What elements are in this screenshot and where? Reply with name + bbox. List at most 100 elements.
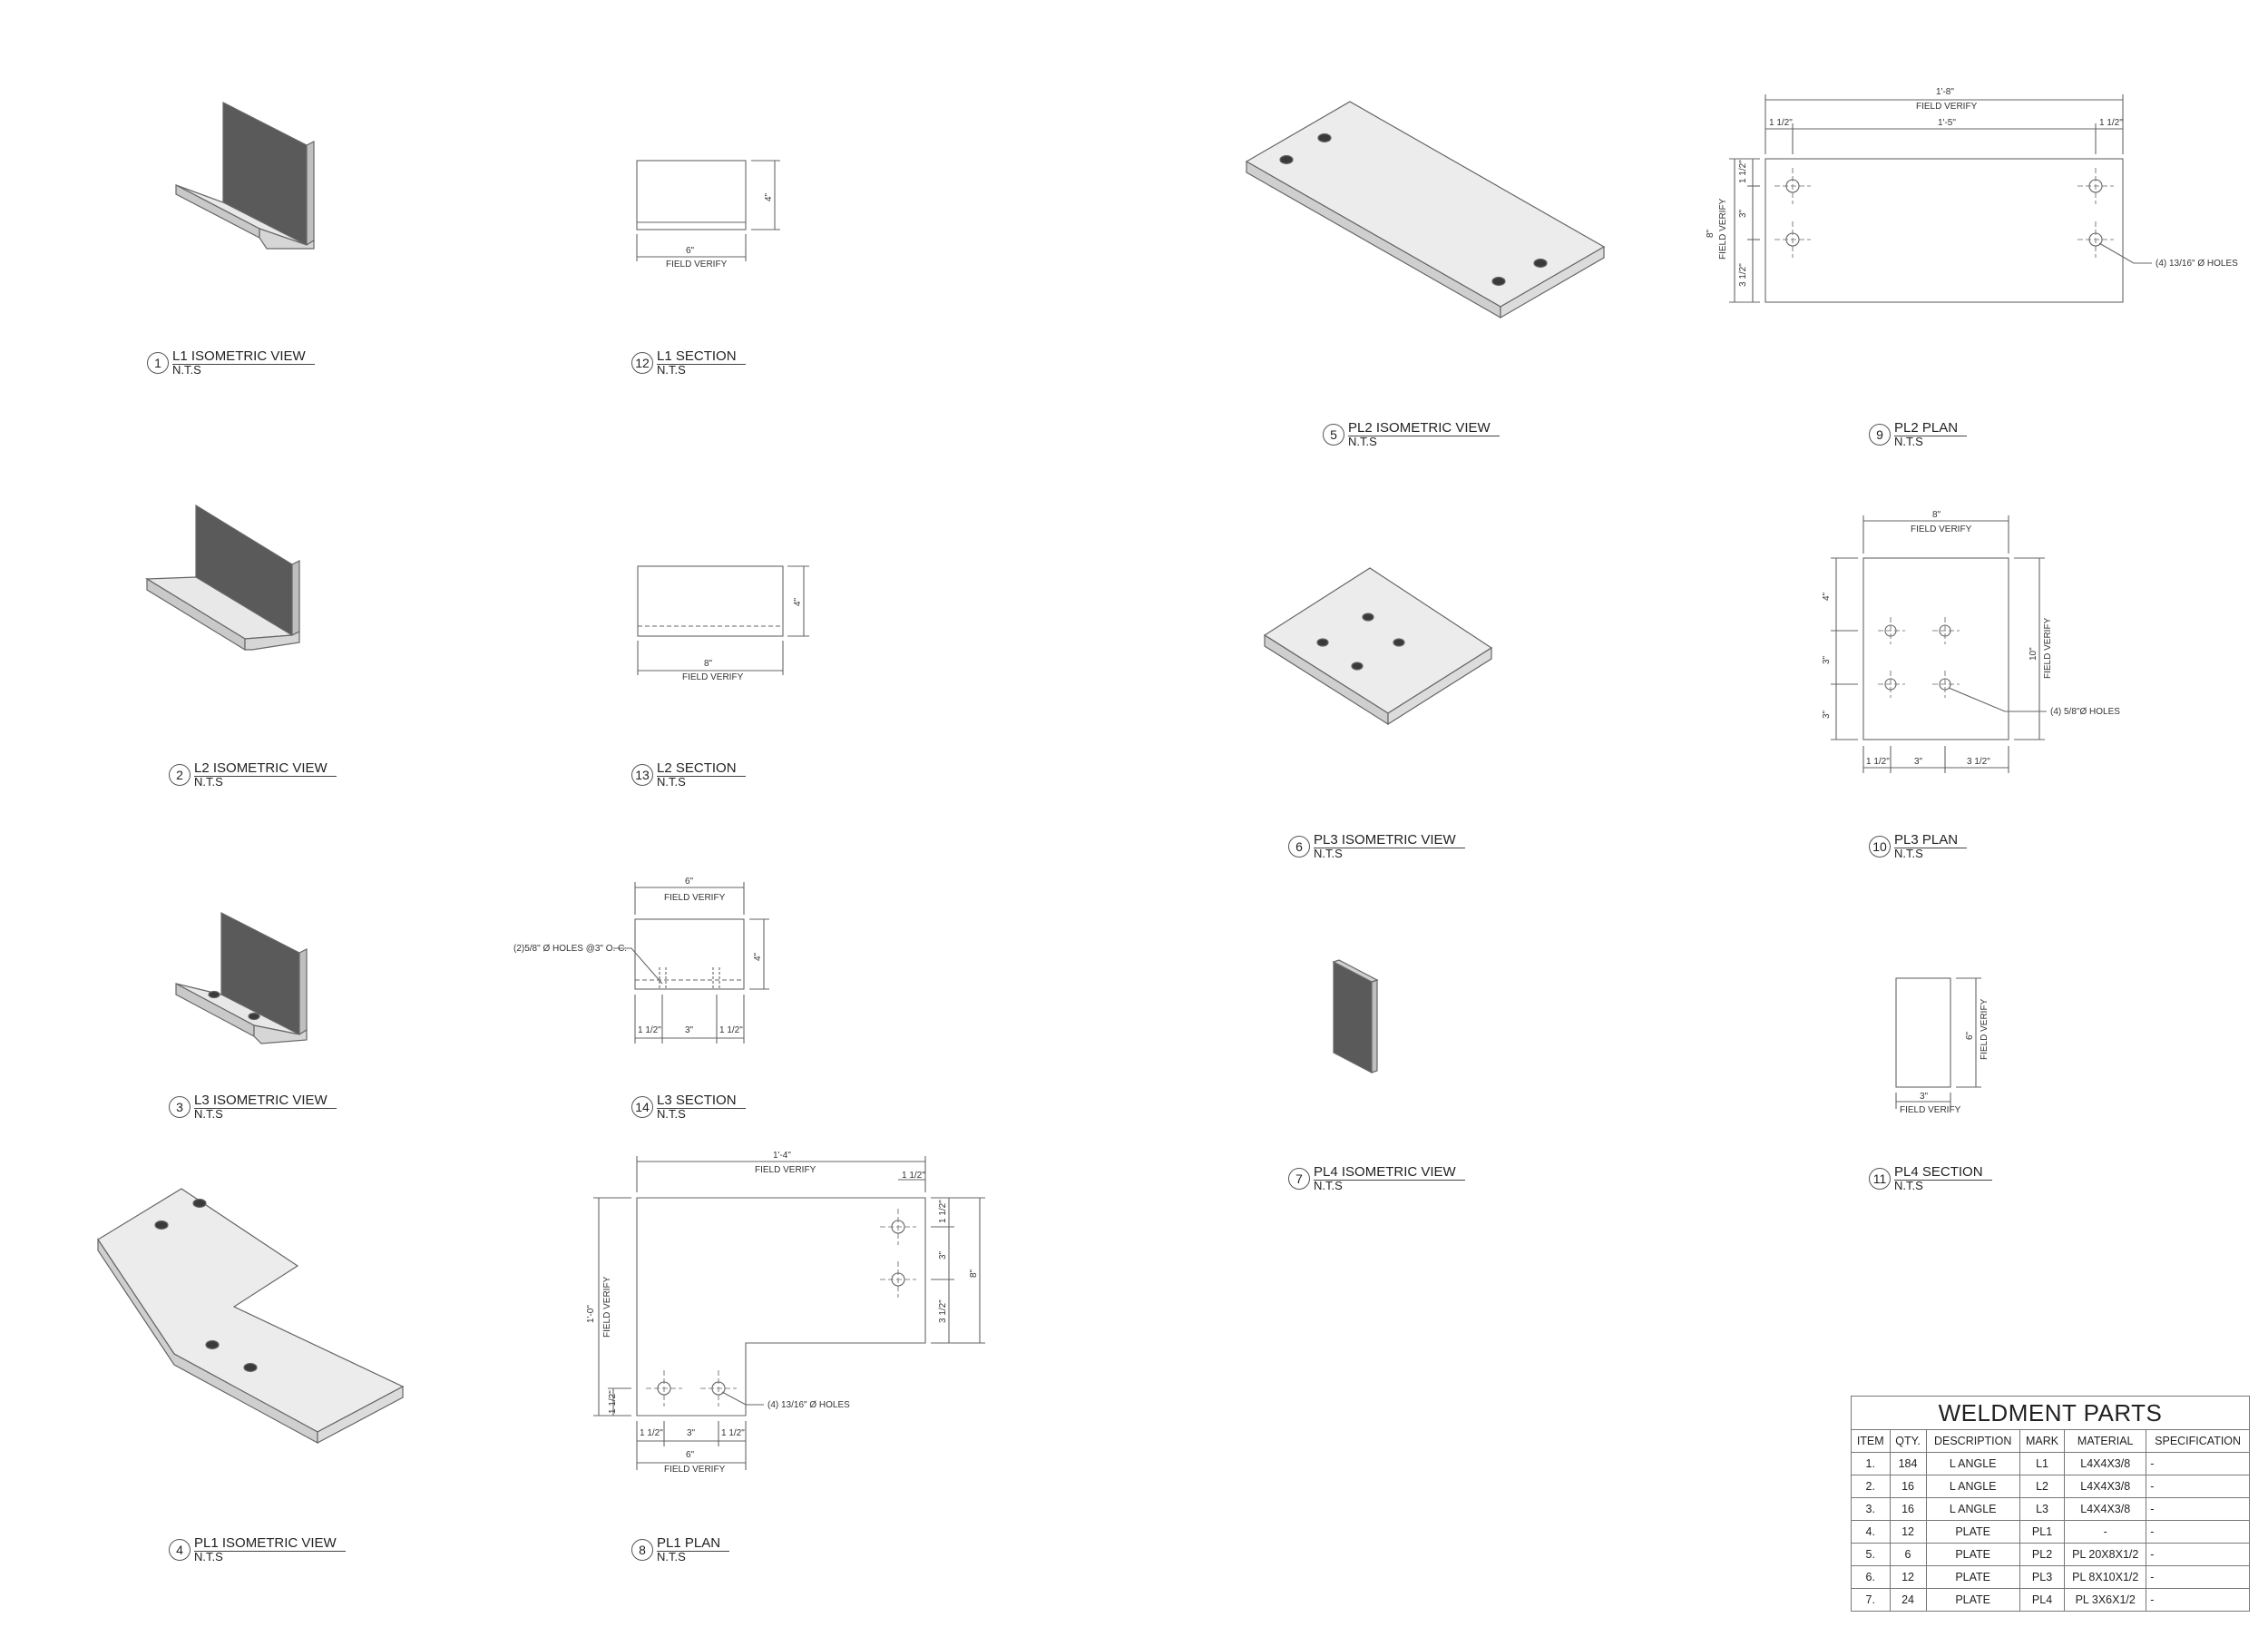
view-scale-text: N.T.S xyxy=(194,1550,223,1563)
dim-pl1-lower-offset: 3 1/2" xyxy=(938,1299,948,1323)
dim-l3-spacing: 3" xyxy=(685,1025,694,1035)
view-number-bubble: 6 xyxy=(1288,836,1310,858)
dim-pl3-right-edge: 3 1/2" xyxy=(1967,757,1990,767)
note-pl3-holes: (4) 5/8"Ø HOLES xyxy=(2050,707,2120,717)
cell-material: PL 3X6X1/2 xyxy=(2064,1588,2147,1612)
view-scale-text: N.T.S xyxy=(657,1107,686,1121)
cell-specification: - xyxy=(2146,1543,2250,1566)
pl2-isometric-drawing xyxy=(1245,101,1606,319)
table-row: 1. 184 L ANGLE L1 L4X4X3/8 - xyxy=(1851,1452,2250,1475)
table-row: 3. 16 L ANGLE L3 L4X4X3/8 - xyxy=(1851,1497,2250,1521)
cell-material: L4X4X3/8 xyxy=(2064,1452,2147,1475)
dim-pl1-field-verify-bottom: FIELD VERIFY xyxy=(664,1465,726,1475)
view-title-text: PL2 ISOMETRIC VIEW xyxy=(1348,421,1500,436)
dim-pl3-field-verify-top: FIELD VERIFY xyxy=(1911,524,1972,534)
dim-pl2-edge-right: 1 1/2" xyxy=(2099,118,2123,128)
cell-mark: PL4 xyxy=(2019,1588,2066,1612)
view-title-text: L2 ISOMETRIC VIEW xyxy=(194,761,337,777)
dim-l3-field-verify: FIELD VERIFY xyxy=(664,893,726,903)
note-pl1-holes: (4) 13/16" Ø HOLES xyxy=(767,1400,850,1410)
cell-mark: PL1 xyxy=(2019,1520,2066,1544)
cell-qty: 184 xyxy=(1889,1452,1927,1475)
pl2-plan-drawing xyxy=(1729,94,2152,303)
view-scale-text: N.T.S xyxy=(657,775,686,789)
view-title-text: PL4 ISOMETRIC VIEW xyxy=(1314,1165,1465,1181)
note-l3-holes: (2)5/8" Ø HOLES @3" O. C. xyxy=(513,944,628,954)
cell-description: PLATE xyxy=(1925,1520,2020,1544)
dim-pl3-bottom: 3" xyxy=(1822,710,1832,719)
dim-pl1-edge-left: 1 1/2" xyxy=(640,1428,663,1438)
dim-pl2-top-edge: 1 1/2" xyxy=(1738,160,1748,183)
cell-mark: L1 xyxy=(2019,1452,2066,1475)
view-scale-text: N.T.S xyxy=(657,363,686,377)
view-number-bubble: 2 xyxy=(169,764,191,786)
cell-qty: 16 xyxy=(1889,1497,1927,1521)
cell-item: 1. xyxy=(1851,1452,1891,1475)
view-title-text: PL4 SECTION xyxy=(1894,1165,1992,1181)
view-title-text: L1 SECTION xyxy=(657,349,746,365)
dim-pl1-right-edge: 1 1/2" xyxy=(902,1171,925,1181)
cell-description: PLATE xyxy=(1925,1588,2020,1612)
dim-pl1-top-offset: 1 1/2" xyxy=(938,1200,948,1223)
cell-mark: L2 xyxy=(2019,1475,2066,1498)
col-header-material: MATERIAL xyxy=(2064,1429,2147,1453)
view-title-text: L3 SECTION xyxy=(657,1093,746,1109)
dim-pl4-height: 6" xyxy=(1965,1031,1975,1040)
cell-specification: - xyxy=(2146,1520,2250,1544)
cell-specification: - xyxy=(2146,1475,2250,1498)
cell-description: PLATE xyxy=(1925,1565,2020,1589)
dim-pl4-field-verify-bottom: FIELD VERIFY xyxy=(1900,1105,1961,1115)
cell-specification: - xyxy=(2146,1497,2250,1521)
cell-description: L ANGLE xyxy=(1925,1475,2020,1498)
col-header-qty: QTY. xyxy=(1889,1429,1927,1453)
l2-isometric-drawing xyxy=(144,504,300,652)
dim-pl3-spacing-h: 3" xyxy=(1914,757,1923,767)
cell-material: PL 8X10X1/2 xyxy=(2064,1565,2147,1589)
view-scale-text: N.T.S xyxy=(1314,1179,1343,1192)
pl1-isometric-drawing xyxy=(97,1188,405,1445)
view-number-bubble: 13 xyxy=(631,764,653,786)
dim-pl2-bottom-edge: 3 1/2" xyxy=(1738,263,1748,287)
cell-description: PLATE xyxy=(1925,1543,2020,1566)
pl4-section-drawing xyxy=(1895,977,1981,1109)
cell-item: 3. xyxy=(1851,1497,1891,1521)
dim-pl3-width: 8" xyxy=(1932,510,1941,520)
l1-section-drawing xyxy=(636,160,780,261)
dim-pl3-top: 4" xyxy=(1822,592,1832,601)
cell-description: L ANGLE xyxy=(1925,1497,2020,1521)
cell-mark: L3 xyxy=(2019,1497,2066,1521)
view-number-bubble: 11 xyxy=(1869,1168,1891,1190)
dim-pl1-spacing-h: 3" xyxy=(687,1428,696,1438)
view-number-bubble: 12 xyxy=(631,352,653,374)
cell-specification: - xyxy=(2146,1565,2250,1589)
dim-pl3-height: 10" xyxy=(2028,647,2038,661)
view-number-bubble: 8 xyxy=(631,1539,653,1561)
dim-pl1-left-height: 1'-0" xyxy=(586,1305,596,1323)
view-title-text: PL3 ISOMETRIC VIEW xyxy=(1314,833,1465,848)
cell-item: 7. xyxy=(1851,1588,1891,1612)
l3-section-drawing xyxy=(613,882,769,1044)
dim-l3-edge-right: 1 1/2" xyxy=(719,1025,743,1035)
cell-item: 5. xyxy=(1851,1543,1891,1566)
view-scale-text: N.T.S xyxy=(657,1550,686,1563)
table-row: 7. 24 PLATE PL4 PL 3X6X1/2 - xyxy=(1851,1588,2250,1612)
dim-l2-height: 4" xyxy=(793,597,803,606)
table-row: 5. 6 PLATE PL2 PL 20X8X1/2 - xyxy=(1851,1543,2250,1566)
cell-mark: PL3 xyxy=(2019,1565,2066,1589)
col-header-description: DESCRIPTION xyxy=(1925,1429,2020,1453)
dim-pl1-field-verify-side: FIELD VERIFY xyxy=(602,1276,612,1338)
dim-pl1-edge-right: 1 1/2" xyxy=(721,1428,745,1438)
l1-isometric-drawing xyxy=(175,102,315,250)
dim-pl4-field-verify-side: FIELD VERIFY xyxy=(1980,998,1989,1060)
dim-l3-height: 4" xyxy=(753,952,763,961)
view-number-bubble: 3 xyxy=(169,1096,191,1118)
dim-pl1-bottom-width: 6" xyxy=(686,1450,695,1460)
dim-pl2-field-verify-top: FIELD VERIFY xyxy=(1916,102,1978,112)
l3-isometric-drawing xyxy=(175,912,308,1044)
table-row: 6. 12 PLATE PL3 PL 8X10X1/2 - xyxy=(1851,1565,2250,1589)
view-title-text: PL1 ISOMETRIC VIEW xyxy=(194,1536,346,1552)
view-scale-text: N.T.S xyxy=(172,363,201,377)
col-header-item: ITEM xyxy=(1851,1429,1891,1453)
table-title: WELDMENT PARTS xyxy=(1851,1396,2250,1430)
